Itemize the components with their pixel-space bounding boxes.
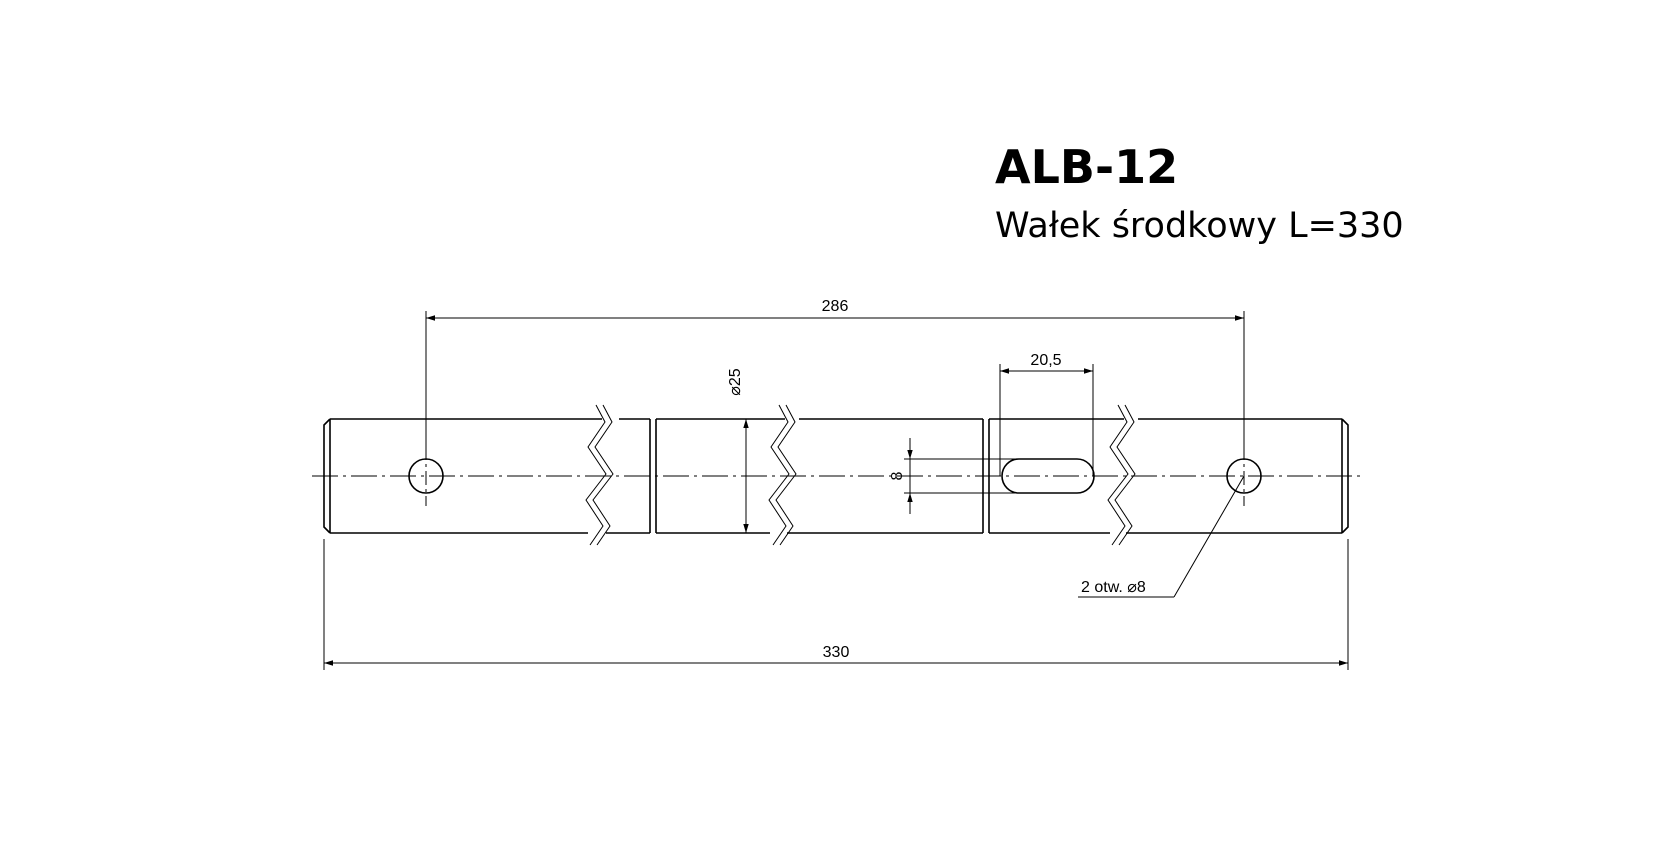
break-lines	[585, 404, 1136, 546]
keyway-slot	[1001, 458, 1095, 494]
dimension-overall-length: 330	[323, 539, 1349, 670]
dimension-overall-length-label: 330	[823, 644, 850, 661]
hole-callout-label: 2 otw. ⌀8	[1081, 579, 1146, 596]
dimension-slot-width-label: 8	[889, 471, 906, 480]
dimension-diameter-label: ⌀25	[727, 368, 744, 396]
drawing-name: Wałek środkowy L=330	[995, 206, 1404, 246]
dimension-hole-spacing-label: 286	[822, 298, 849, 315]
dimension-slot-length: 20,5	[999, 352, 1094, 476]
dimension-diameter: ⌀25	[727, 368, 749, 533]
drawing-code: ALB-12	[995, 140, 1178, 194]
dimension-slot-width: 8	[889, 438, 1019, 514]
dimension-hole-spacing: 286	[425, 298, 1245, 459]
dimension-slot-length-label: 20,5	[1030, 352, 1061, 369]
hole-callout: 2 otw. ⌀8	[1078, 475, 1245, 598]
